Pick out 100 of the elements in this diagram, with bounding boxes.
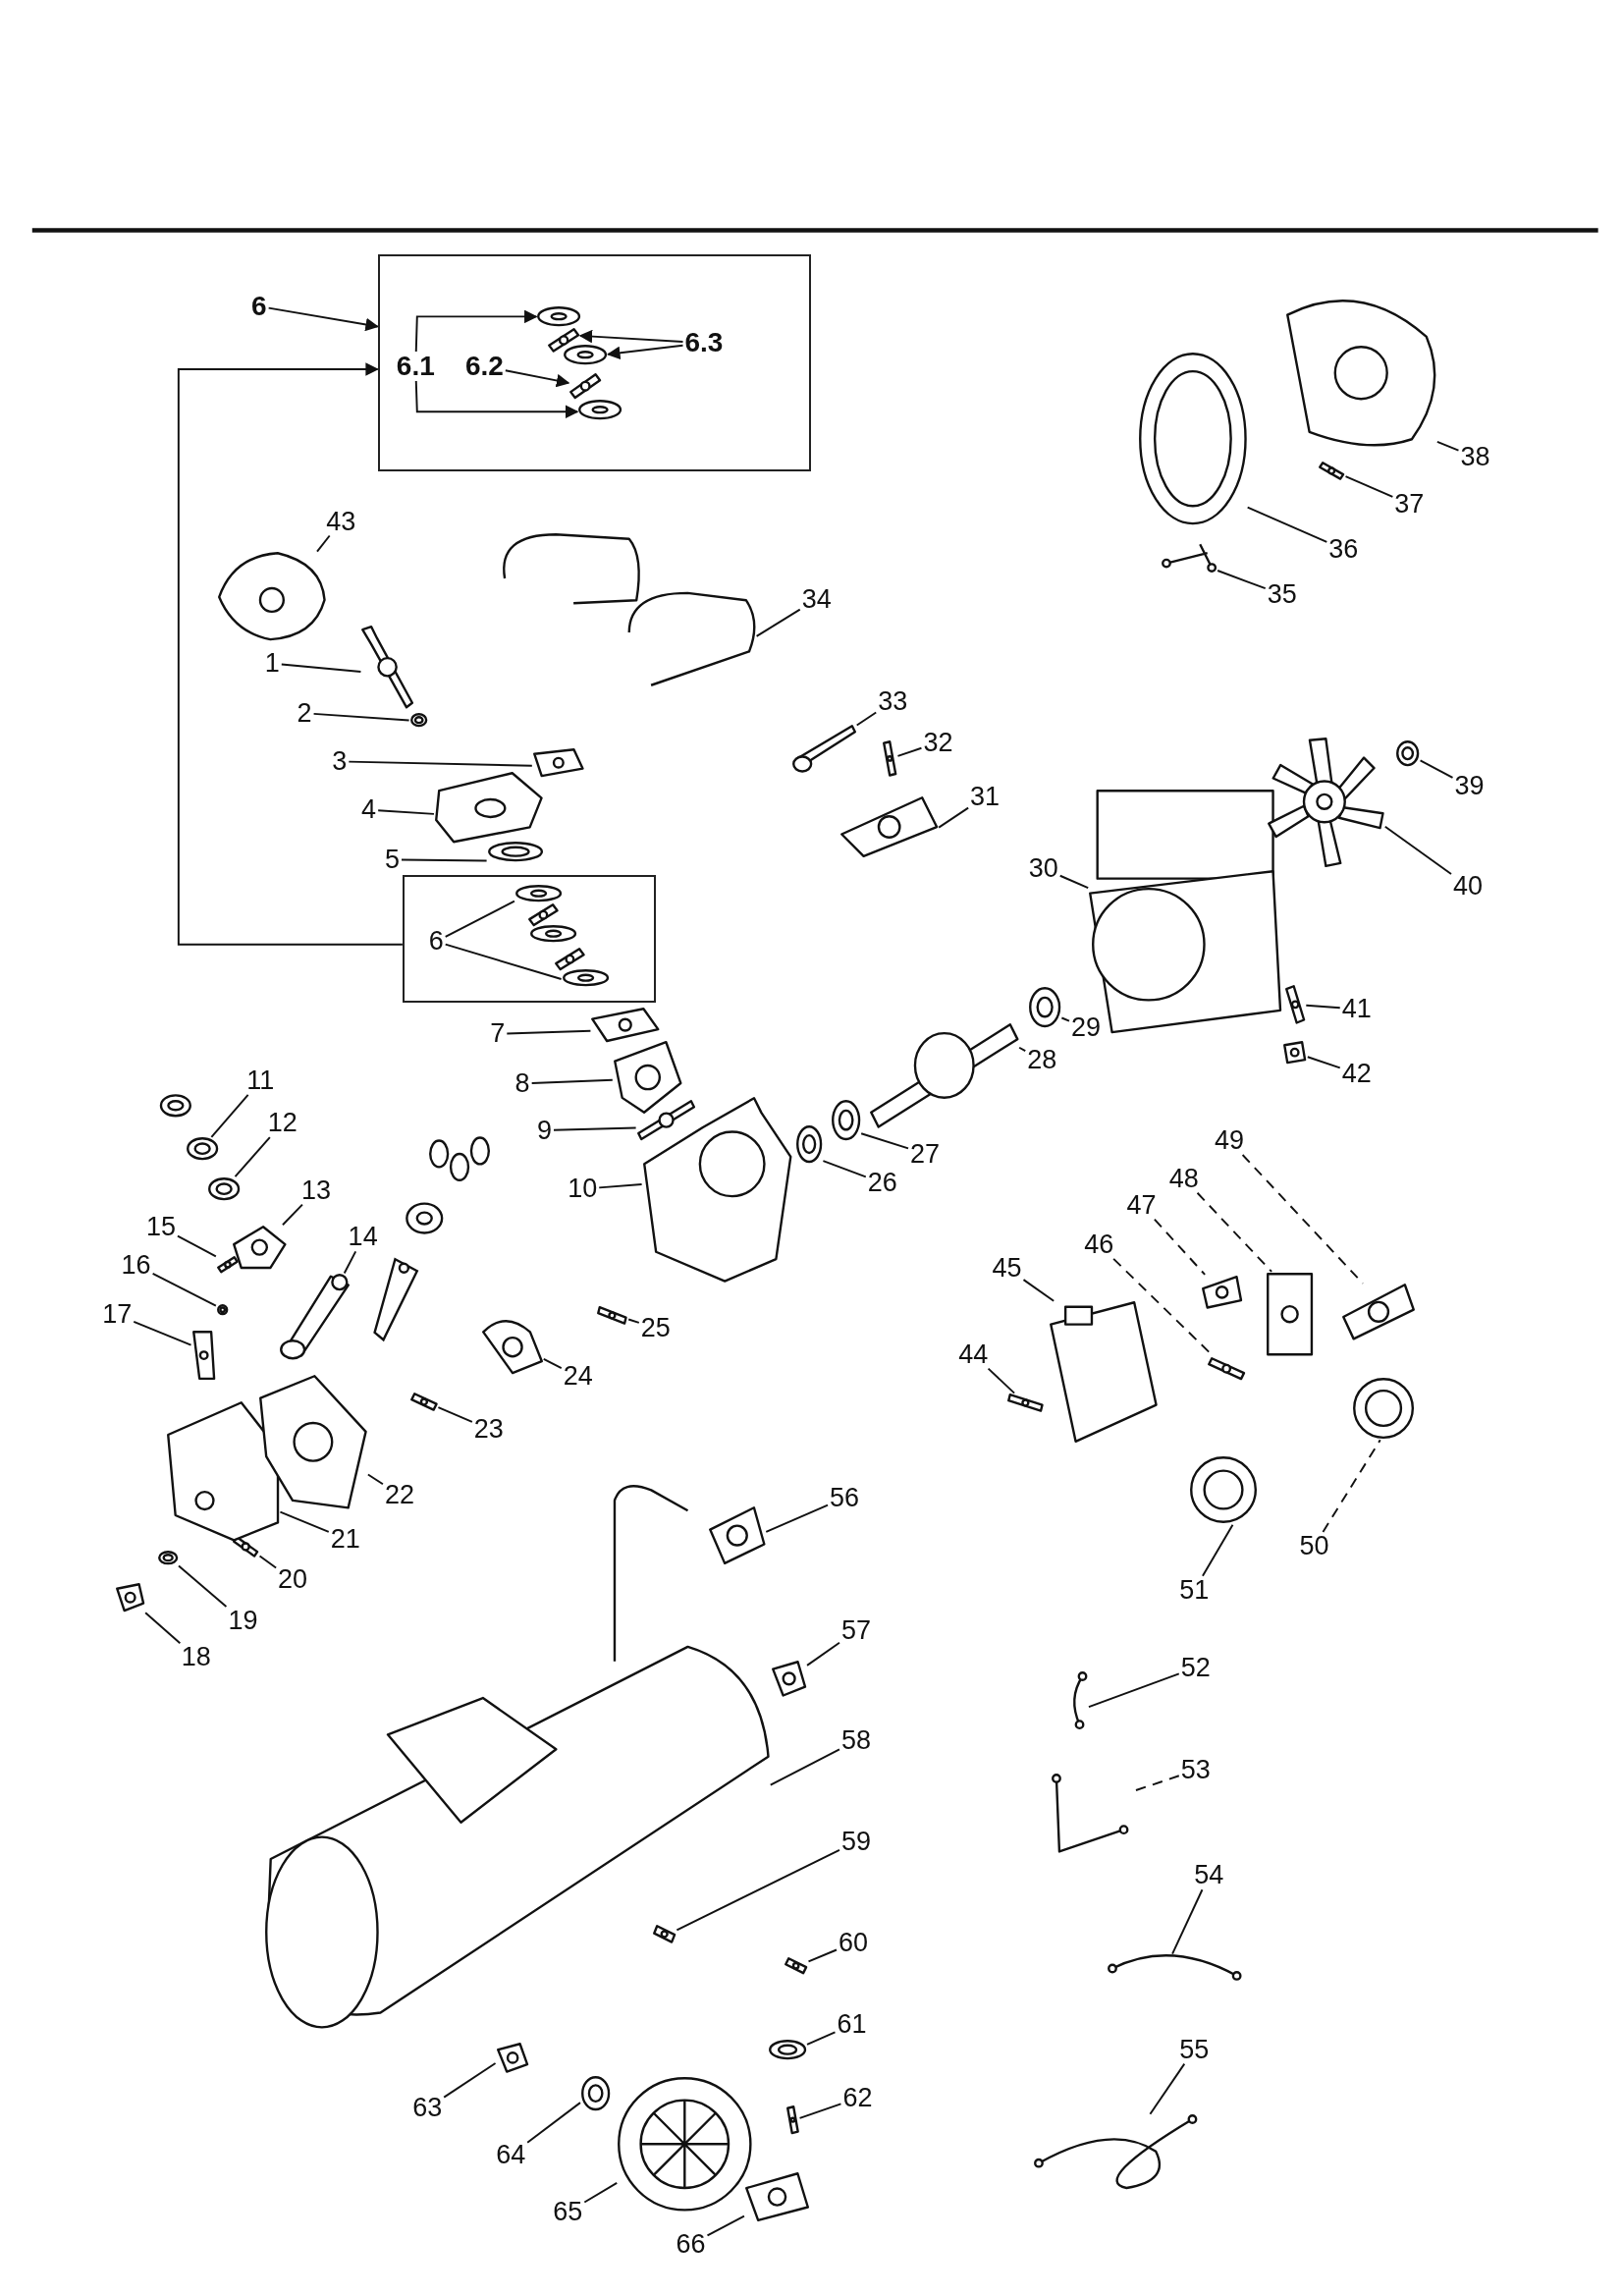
callout-number: 66 — [674, 2229, 708, 2259]
callout-number: 33 — [876, 686, 910, 716]
leader-line — [769, 1748, 840, 1786]
callout-number: 16 — [119, 1250, 153, 1280]
nut-drawing — [1282, 1040, 1308, 1066]
callout-number: 15 — [143, 1212, 178, 1241]
pressure-gauge-drawing — [1189, 1455, 1259, 1525]
callout-number: 45 — [990, 1253, 1024, 1283]
callout-number: 6.1 — [394, 351, 437, 381]
callout-number: 32 — [921, 728, 955, 757]
plug-drawing — [115, 1581, 146, 1613]
leader-line — [151, 1272, 217, 1307]
key-drawing — [596, 1304, 629, 1326]
arrow — [578, 329, 684, 344]
nut-drawing — [495, 2041, 529, 2074]
arrow — [504, 369, 570, 388]
rotor-drawing — [868, 1022, 1020, 1129]
u-bolts-drawing — [502, 531, 757, 687]
washer-drawing — [514, 883, 564, 902]
callout-number: 35 — [1265, 579, 1299, 609]
leader-line — [938, 806, 970, 829]
leader-line — [706, 2214, 745, 2237]
callout-number: 4 — [359, 794, 379, 824]
leader-line — [401, 858, 488, 862]
leader-line — [627, 1318, 640, 1324]
leader-line — [178, 1564, 228, 1608]
leader-line — [855, 711, 878, 727]
callout-number: 65 — [551, 2197, 585, 2226]
callout-number: 10 — [566, 1174, 600, 1203]
callout-number: 40 — [1451, 871, 1485, 901]
pressure-gauge-drawing — [1351, 1376, 1415, 1440]
bearing-drawing — [1028, 985, 1062, 1029]
bolt-drawing — [360, 624, 415, 710]
callout-number: 31 — [968, 782, 1002, 811]
cable-drawing — [1106, 1953, 1243, 1983]
callout-number: 48 — [1166, 1164, 1201, 1193]
leader-line — [806, 1641, 840, 1667]
leader-line — [987, 1367, 1016, 1394]
callout-number: 6.3 — [682, 327, 726, 357]
leader-line — [282, 1203, 303, 1227]
callout-number: 20 — [276, 1564, 310, 1594]
valve-reed-drawing — [554, 946, 586, 971]
leader-line — [807, 1948, 838, 1963]
arrow — [267, 306, 379, 332]
clamp-drawing — [480, 1318, 544, 1376]
leader-line — [1305, 1004, 1341, 1010]
leader-line — [366, 1473, 384, 1486]
leader-line — [553, 1126, 637, 1131]
leader-line — [1306, 1056, 1341, 1069]
hose-drawing — [707, 1505, 767, 1566]
fitting-drawing — [770, 1659, 807, 1698]
leader-line — [1217, 570, 1267, 590]
gasket-drawing — [590, 1006, 661, 1043]
washer-drawing — [563, 343, 609, 365]
coupler-drawing — [1341, 1283, 1417, 1342]
valve-plate-drawing — [433, 770, 544, 845]
leader-line — [1419, 759, 1454, 779]
leader-line — [377, 809, 435, 815]
leader-line — [1322, 1439, 1381, 1533]
callout-number: 1 — [262, 648, 282, 678]
callout-number: 43 — [324, 507, 358, 536]
leader-line — [316, 534, 331, 553]
callout-number: 6.2 — [462, 351, 506, 381]
washer-drawing — [536, 304, 582, 328]
leader-line — [443, 2062, 497, 2099]
callout-number: 29 — [1068, 1012, 1103, 1042]
detail-frame — [402, 875, 656, 1003]
screw-drawing — [408, 1391, 439, 1412]
callout-number: 6 — [249, 291, 269, 321]
tube-drawing — [1051, 1773, 1130, 1854]
leader-line — [312, 712, 410, 722]
leader-line — [444, 900, 515, 938]
callout-number: 63 — [410, 2093, 445, 2122]
callout-number: 2 — [295, 698, 314, 728]
callout-number: 64 — [494, 2140, 528, 2169]
arrow — [177, 362, 404, 946]
callout-number: 6 — [426, 926, 446, 956]
callout-number: 55 — [1177, 2035, 1212, 2064]
leader-line — [755, 608, 801, 637]
leader-line — [343, 1250, 357, 1275]
leader-line — [1435, 441, 1460, 452]
arrow — [414, 309, 538, 353]
leader-line — [280, 663, 362, 673]
air-tank-drawing — [264, 1483, 771, 2030]
ring-drawing — [206, 1175, 242, 1201]
callout-number: 59 — [839, 1827, 873, 1856]
leader-line — [822, 1160, 867, 1178]
leader-line — [860, 1132, 909, 1150]
callout-number: 3 — [330, 746, 350, 776]
leader-line — [542, 1357, 563, 1369]
leader-line — [1022, 1279, 1055, 1302]
gasket-drawing — [258, 1373, 368, 1510]
bolt-drawing — [1283, 984, 1307, 1026]
gasket-drawing — [486, 841, 544, 863]
ring-drawing — [408, 712, 428, 729]
leader-line — [1246, 506, 1328, 543]
valve-drawing — [1200, 1274, 1244, 1310]
leader-line — [765, 1503, 829, 1533]
callout-number: 26 — [865, 1168, 899, 1197]
callout-number: 61 — [835, 2009, 869, 2039]
